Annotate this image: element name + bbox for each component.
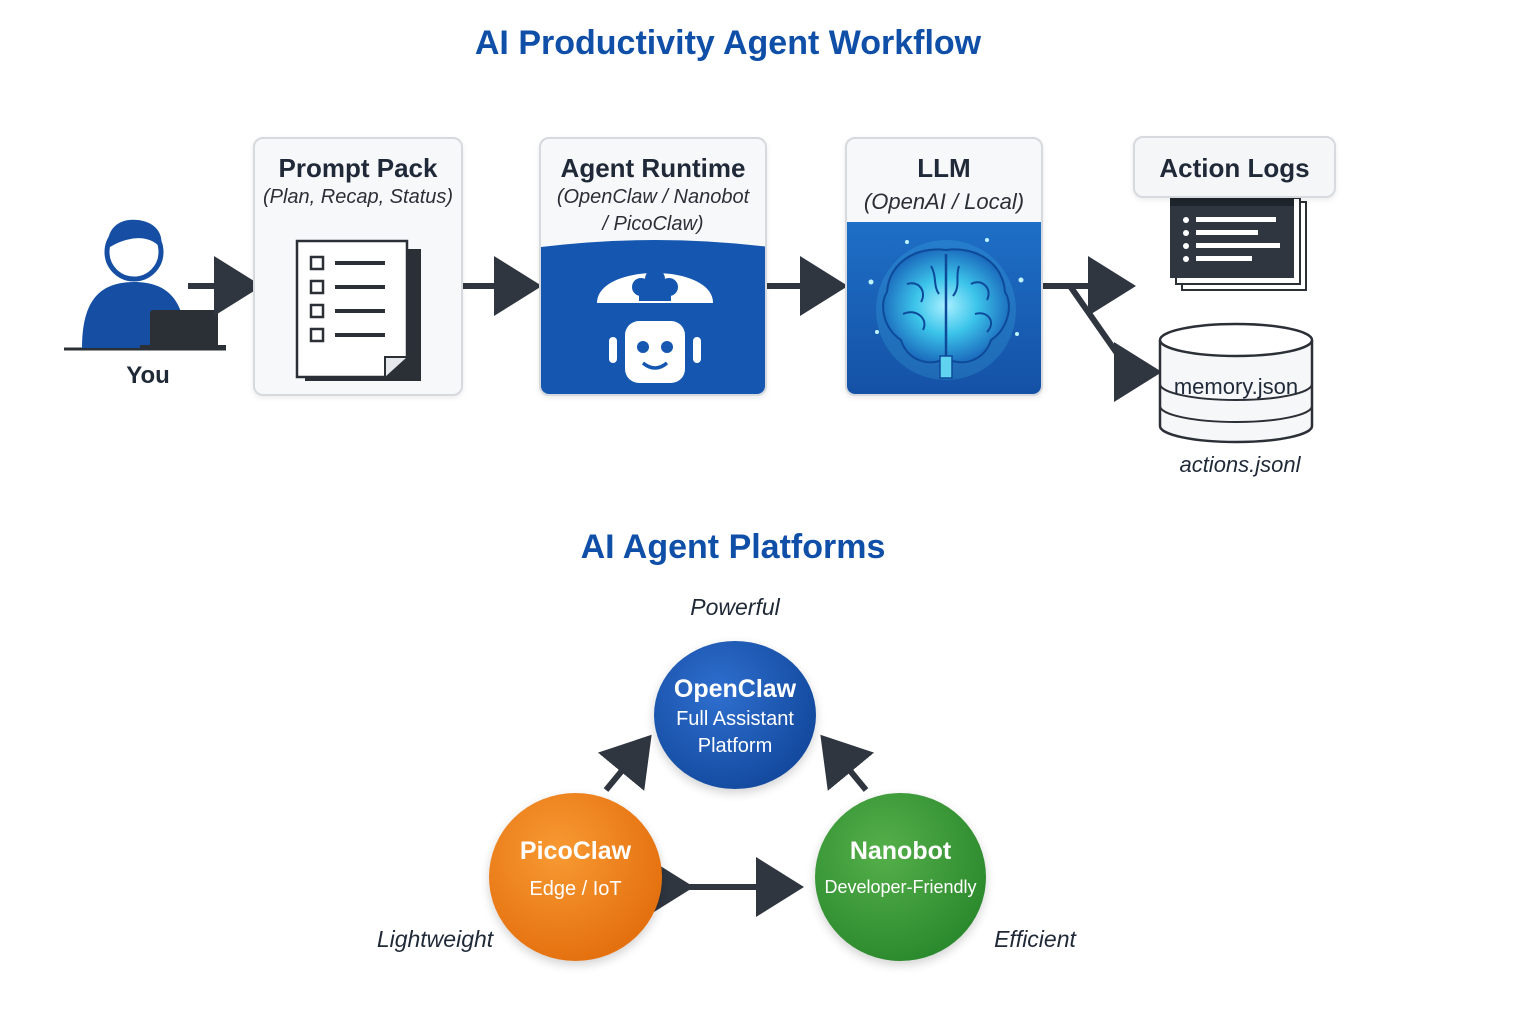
agent-runtime-card: Agent Runtime (OpenClaw / Nanobot / Pico… <box>539 137 767 396</box>
arrow-picoclaw-to-openclaw <box>597 734 652 792</box>
prompt-pack-title: Prompt Pack <box>278 153 438 183</box>
llm-title: LLM <box>917 153 971 183</box>
openclaw-desc-1: Full Assistant <box>676 708 794 730</box>
arrow-llm-to-memory <box>1067 284 1162 402</box>
picoclaw-name: PicoClaw <box>519 837 632 865</box>
llm-card: LLM (OpenAI / Local) <box>845 137 1043 396</box>
arrow-nanobot-to-openclaw <box>820 734 875 792</box>
agent-runtime-subtitle-2: / PicoClaw) <box>602 213 704 235</box>
action-logs-label: Action Logs <box>1133 136 1336 198</box>
prompt-pack-card: Prompt Pack (Plan, Recap, Status) <box>253 137 463 396</box>
trait-powerful: Powerful <box>690 594 780 620</box>
memory-file-label: memory.json <box>1173 374 1299 399</box>
picoclaw-desc: Edge / IoT <box>529 878 622 900</box>
nanobot-name: Nanobot <box>849 837 952 865</box>
actions-file-caption: actions.jsonl <box>1179 452 1301 477</box>
openclaw-node: OpenClaw Full Assistant Platform <box>654 641 816 789</box>
prompt-pack-subtitle: (Plan, Recap, Status) <box>262 186 454 208</box>
openclaw-desc-2: Platform <box>697 735 773 757</box>
agent-runtime-subtitle-1: (OpenClaw / Nanobot <box>556 186 750 208</box>
agent-runtime-title: Agent Runtime <box>560 153 746 183</box>
workflow-title: AI Productivity Agent Workflow <box>474 24 982 62</box>
brain-icon <box>847 222 1041 394</box>
database-cylinder-icon <box>1158 322 1314 444</box>
trait-efficient: Efficient <box>994 926 1076 952</box>
nanobot-node: Nanobot Developer-Friendly <box>815 793 986 961</box>
nanobot-desc: Developer-Friendly <box>824 877 977 897</box>
platforms-title: AI Agent Platforms <box>580 528 886 566</box>
terminal-log-icon <box>1170 194 1307 291</box>
picoclaw-node: PicoClaw Edge / IoT <box>489 793 662 961</box>
checklist-document-icon <box>295 239 421 381</box>
llm-subtitle: (OpenAI / Local) <box>863 189 1025 214</box>
trait-lightweight: Lightweight <box>376 926 494 952</box>
person-laptop-icon <box>64 219 226 351</box>
user-label: You <box>126 362 170 389</box>
robot-icon <box>541 240 765 394</box>
openclaw-name: OpenClaw <box>673 675 797 703</box>
